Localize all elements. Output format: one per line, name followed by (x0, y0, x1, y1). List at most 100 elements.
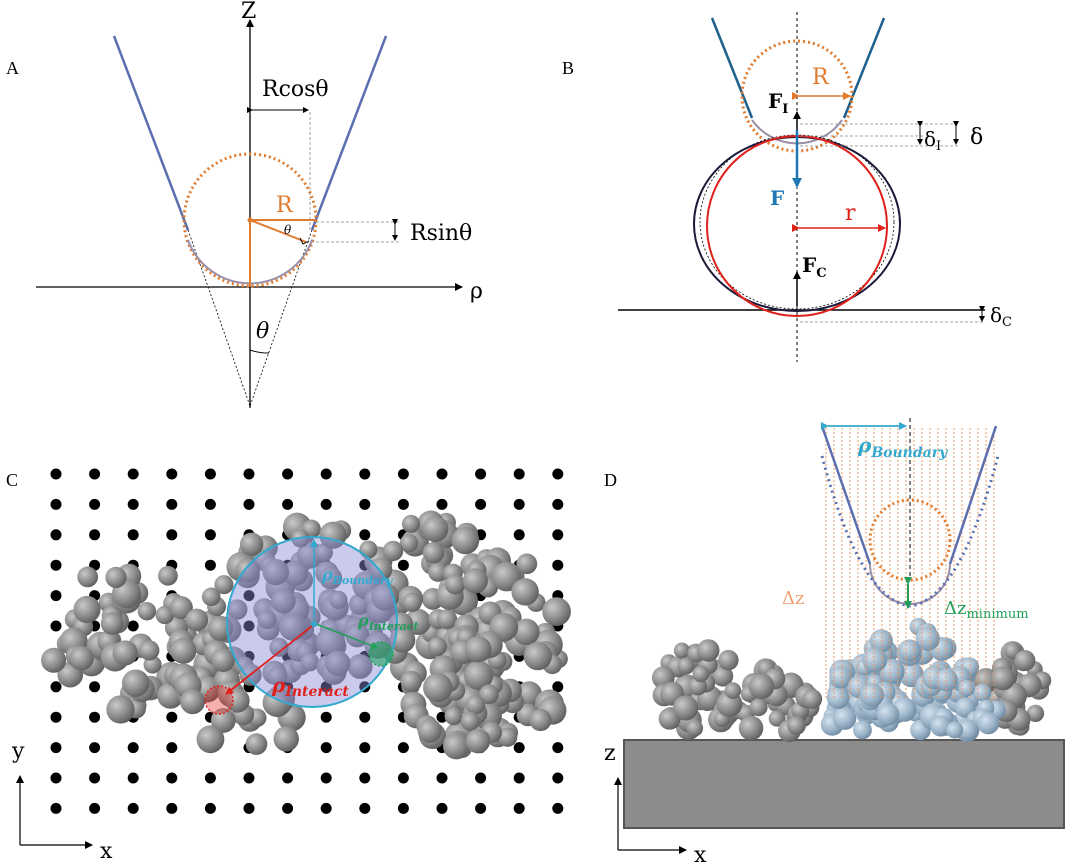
atom (451, 526, 480, 555)
force-fi-label: FI (768, 89, 788, 117)
cone-right-wall (310, 35, 388, 231)
grid-dot (89, 742, 101, 754)
atom (401, 514, 421, 533)
atom (1026, 704, 1045, 723)
grid-dot (50, 529, 62, 541)
atom (512, 618, 540, 646)
atom (106, 695, 135, 724)
d-x-label: x (694, 843, 707, 863)
grid-dot (359, 711, 371, 723)
grid-dot (359, 742, 371, 754)
atom (201, 587, 221, 607)
grid-dot (50, 802, 62, 814)
grid-dot (320, 772, 332, 784)
grid-dot (243, 468, 255, 480)
grid-dot (127, 802, 139, 814)
grid-dot (166, 802, 178, 814)
grid-dot (50, 742, 62, 754)
grid-dot (552, 559, 564, 571)
grid-dot (436, 498, 448, 510)
radius-tangent (249, 219, 307, 243)
grid-dot (89, 529, 101, 541)
atom (282, 560, 309, 586)
atom (787, 716, 806, 735)
grid-dot (89, 711, 101, 723)
panel-c: C ρBoundary ρInteract ρInteract x y (6, 468, 571, 863)
grid-dot (282, 468, 294, 480)
z-axis-label: Z (241, 0, 256, 24)
atom (417, 718, 442, 743)
grid-dot (50, 620, 62, 632)
grid-dot (50, 772, 62, 784)
tip-right-wall (842, 17, 886, 119)
atom (170, 637, 197, 664)
grid-dot (513, 529, 525, 541)
rsin-label: Rsinθ (410, 221, 472, 246)
atom (862, 647, 888, 673)
atom (829, 665, 852, 689)
atom (347, 654, 373, 679)
panel-d-letter: D (604, 470, 617, 490)
cone-extension-left (187, 229, 251, 407)
atom (210, 708, 236, 733)
atom (428, 562, 448, 582)
atom (523, 641, 553, 671)
grid-dot (552, 498, 564, 510)
atom (957, 719, 979, 741)
atom (214, 575, 234, 595)
cone-extension-right (249, 229, 313, 407)
grid-dot (513, 772, 525, 784)
atom (267, 666, 288, 686)
grid-dot (204, 559, 216, 571)
atom (946, 721, 964, 739)
atom (465, 728, 491, 754)
grid-dot (204, 529, 216, 541)
grid-dot (89, 498, 101, 510)
grid-dot (436, 468, 448, 480)
atom (977, 712, 1000, 735)
grid-dot (50, 681, 62, 693)
atom (443, 732, 470, 760)
probe-center-c (311, 621, 317, 627)
atom (869, 629, 893, 653)
d-rho-boundary-label: ρBoundary (857, 433, 948, 461)
atom (235, 558, 260, 583)
grid-dot (127, 468, 139, 480)
rcos-label: Rcosθ (262, 77, 329, 102)
grid-dot (359, 529, 371, 541)
atom (749, 698, 768, 717)
grid-dot (552, 772, 564, 784)
atom (422, 542, 445, 564)
grid-dot (513, 468, 525, 480)
grid-dot (50, 711, 62, 723)
grid-dot (282, 498, 294, 510)
atom (973, 683, 992, 702)
atom (1014, 650, 1036, 671)
atom (437, 609, 458, 630)
atom (935, 668, 958, 692)
grid-dot (243, 620, 255, 632)
atom (692, 665, 710, 683)
grid-dot (89, 468, 101, 480)
atom (239, 532, 264, 556)
atom (876, 703, 900, 726)
probe-radius-label-b: R (812, 65, 830, 90)
atom (382, 540, 404, 562)
grid-dot (475, 802, 487, 814)
cell-radius-label: r (845, 201, 856, 226)
delta-c-label: δC (990, 303, 1012, 330)
rho-boundary-label-c: ρBoundary (321, 565, 394, 587)
atom (497, 727, 518, 747)
grid-dot (552, 529, 564, 541)
d-probe-sphere (868, 498, 952, 582)
atom (400, 670, 422, 693)
atom-inside-green (368, 641, 394, 667)
grid-dot (475, 772, 487, 784)
grid-dot (50, 559, 62, 571)
panel-d: D ρBoundary Δzminimum Δz x z (604, 418, 1065, 863)
grid-dot (320, 711, 332, 723)
grid-dot (320, 742, 332, 754)
atom (196, 725, 225, 754)
c-x-label: x (100, 839, 113, 863)
delta-i-label: δI (924, 127, 941, 154)
